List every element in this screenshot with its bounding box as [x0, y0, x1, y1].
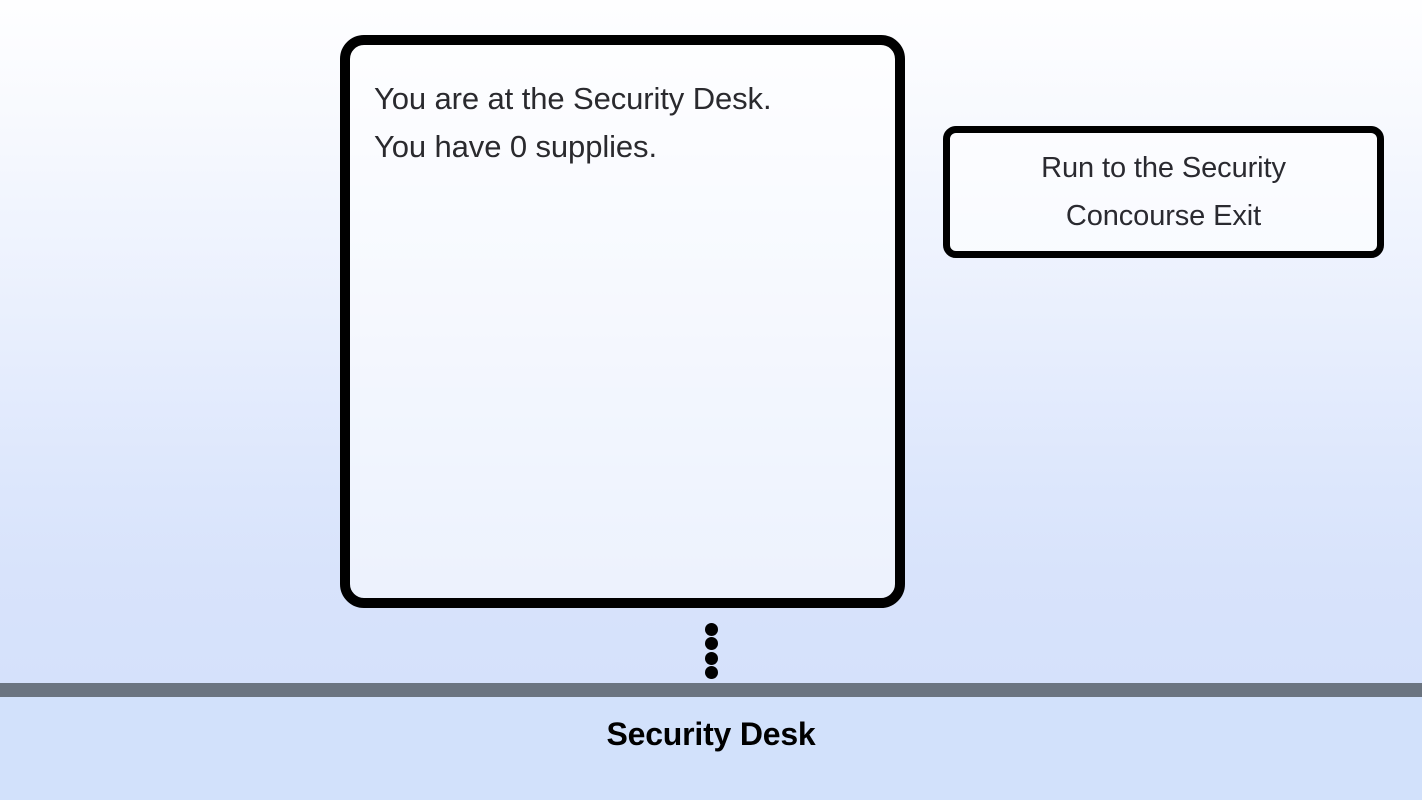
connector-dot	[704, 665, 718, 679]
connector-dot	[704, 623, 718, 636]
status-panel: You are at the Security Desk. You have 0…	[340, 35, 905, 608]
location-footer: Security Desk	[0, 697, 1422, 800]
action-button-label-line-2: Concourse Exit	[1065, 200, 1262, 232]
action-button-label: Run to the Security Concourse Exit	[1041, 144, 1286, 240]
divider-rail	[0, 683, 1422, 697]
connector-dot	[704, 651, 718, 665]
action-button-label-line-1: Run to the Security	[1041, 152, 1286, 184]
status-line-1: You are at the Security Desk.	[374, 81, 772, 116]
status-line-2: You have 0 supplies.	[374, 129, 657, 164]
footer-location-label: Security Desk	[606, 716, 816, 752]
connector-dot	[704, 637, 718, 651]
dotted-connector	[702, 623, 720, 679]
run-to-security-concourse-exit-button[interactable]: Run to the Security Concourse Exit	[943, 126, 1384, 258]
